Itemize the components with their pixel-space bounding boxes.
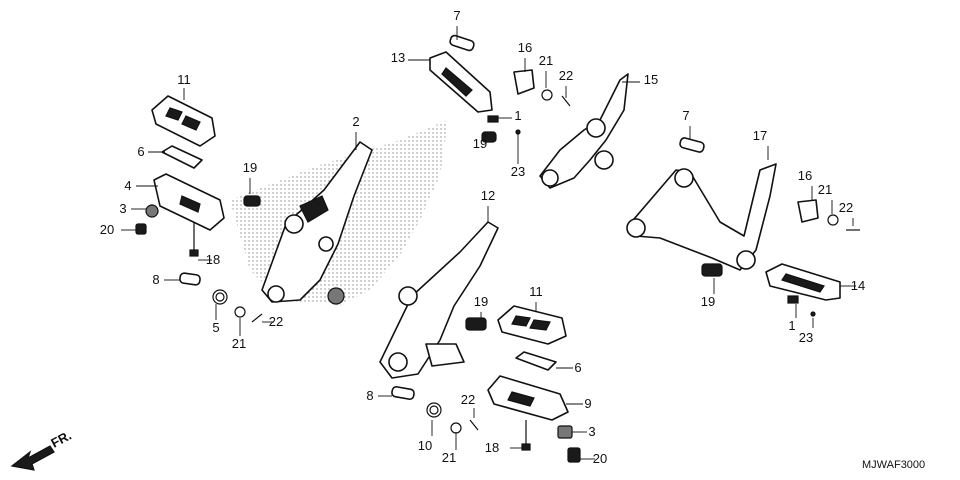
pin-7b xyxy=(679,137,705,153)
callout-number: 20 xyxy=(100,222,114,237)
callout-number: 11 xyxy=(529,284,543,299)
callout-number: 14 xyxy=(851,278,865,293)
callout-number: 2 xyxy=(352,114,359,129)
washer-21 xyxy=(234,306,246,318)
callout-number: 19 xyxy=(474,294,488,309)
ball-23b xyxy=(810,311,816,317)
rear-bracket-17 xyxy=(627,163,777,271)
screw-18b xyxy=(521,443,531,451)
callout-number: 17 xyxy=(753,128,767,143)
callout-number: 19 xyxy=(701,294,715,309)
cotter-22-top xyxy=(561,95,571,107)
callout-number: 12 xyxy=(481,188,495,203)
diagram-code: MJWAF3000 xyxy=(862,459,925,471)
pin-8b xyxy=(391,385,415,401)
spring-5 xyxy=(212,289,228,305)
bolt-20b xyxy=(567,447,581,463)
callout-number: 22 xyxy=(461,392,475,407)
callout-number: 6 xyxy=(137,144,144,159)
callout-number: 19 xyxy=(243,160,257,175)
cotter-pin-22 xyxy=(251,313,263,323)
callout-number: 1 xyxy=(788,318,795,333)
callout-number: 6 xyxy=(574,360,581,375)
ball-23-top xyxy=(515,129,521,135)
washer-21c xyxy=(450,422,462,434)
callout-number: 21 xyxy=(539,53,553,68)
pin-8 xyxy=(179,272,201,286)
front-direction-arrow: FR. xyxy=(10,428,74,471)
callout-number: 18 xyxy=(206,252,220,267)
washer-21-top xyxy=(541,89,553,101)
direction-label: FR. xyxy=(48,428,74,451)
rear-bracket-15 xyxy=(539,73,629,189)
callout-number: 22 xyxy=(559,68,573,83)
footpeg-assembly-front-right xyxy=(391,305,581,463)
callout-number: 7 xyxy=(682,108,689,123)
callout-number: 3 xyxy=(588,424,595,439)
footpeg-assembly-rear-right xyxy=(626,137,860,317)
plate-16b xyxy=(797,199,819,223)
plate-6b xyxy=(515,351,557,371)
step-bracket-left xyxy=(243,141,373,305)
callout-number: 7 xyxy=(453,8,460,23)
step-bracket-center xyxy=(379,221,499,379)
callout-number: 15 xyxy=(644,72,658,87)
callout-number: 9 xyxy=(584,396,591,411)
callout-number: 11 xyxy=(177,72,191,87)
callout-number: 23 xyxy=(511,164,525,179)
bolt-19-top xyxy=(481,131,497,143)
callout-number: 13 xyxy=(391,50,405,65)
callout-number: 20 xyxy=(593,451,607,466)
callout-number: 1 xyxy=(514,108,521,123)
pivot-bolt xyxy=(135,223,147,235)
callout-number: 21 xyxy=(442,450,456,465)
bracket-boss xyxy=(327,287,345,305)
callout-number: 10 xyxy=(418,438,432,453)
callout-number: 19 xyxy=(473,136,487,151)
callout-number: 16 xyxy=(798,168,812,183)
callout-number: 4 xyxy=(124,178,131,193)
screw-1-top xyxy=(487,115,499,123)
callout-number: 18 xyxy=(485,440,499,455)
cotter-22c xyxy=(469,419,479,431)
hardware-left xyxy=(179,272,263,323)
callout-number: 16 xyxy=(518,40,532,55)
callout-number: 22 xyxy=(269,314,283,329)
callout-number: 22 xyxy=(839,200,853,215)
callout-number: 3 xyxy=(119,201,126,216)
footpeg-plate xyxy=(161,145,203,169)
callout-number: 5 xyxy=(212,320,219,335)
bushing-3b xyxy=(557,425,573,439)
callout-number: 21 xyxy=(232,336,246,351)
callout-number: 8 xyxy=(366,388,373,403)
spring-10 xyxy=(426,402,442,418)
screw-18 xyxy=(189,249,199,257)
pivot-bushing xyxy=(145,204,159,218)
footpeg-assembly-front-left xyxy=(135,95,225,257)
screw-1b xyxy=(787,295,799,304)
callout-number: 21 xyxy=(818,182,832,197)
bolt-19-center xyxy=(465,317,487,331)
callout-number: 8 xyxy=(152,272,159,287)
bolt-19-left xyxy=(243,195,261,207)
pin-7-top xyxy=(449,34,475,52)
plate-16 xyxy=(513,69,535,95)
bolt-19d xyxy=(701,263,723,277)
callout-number: 23 xyxy=(799,330,813,345)
washer-21d xyxy=(827,214,839,226)
footpeg-assembly-rear-left xyxy=(429,34,629,189)
